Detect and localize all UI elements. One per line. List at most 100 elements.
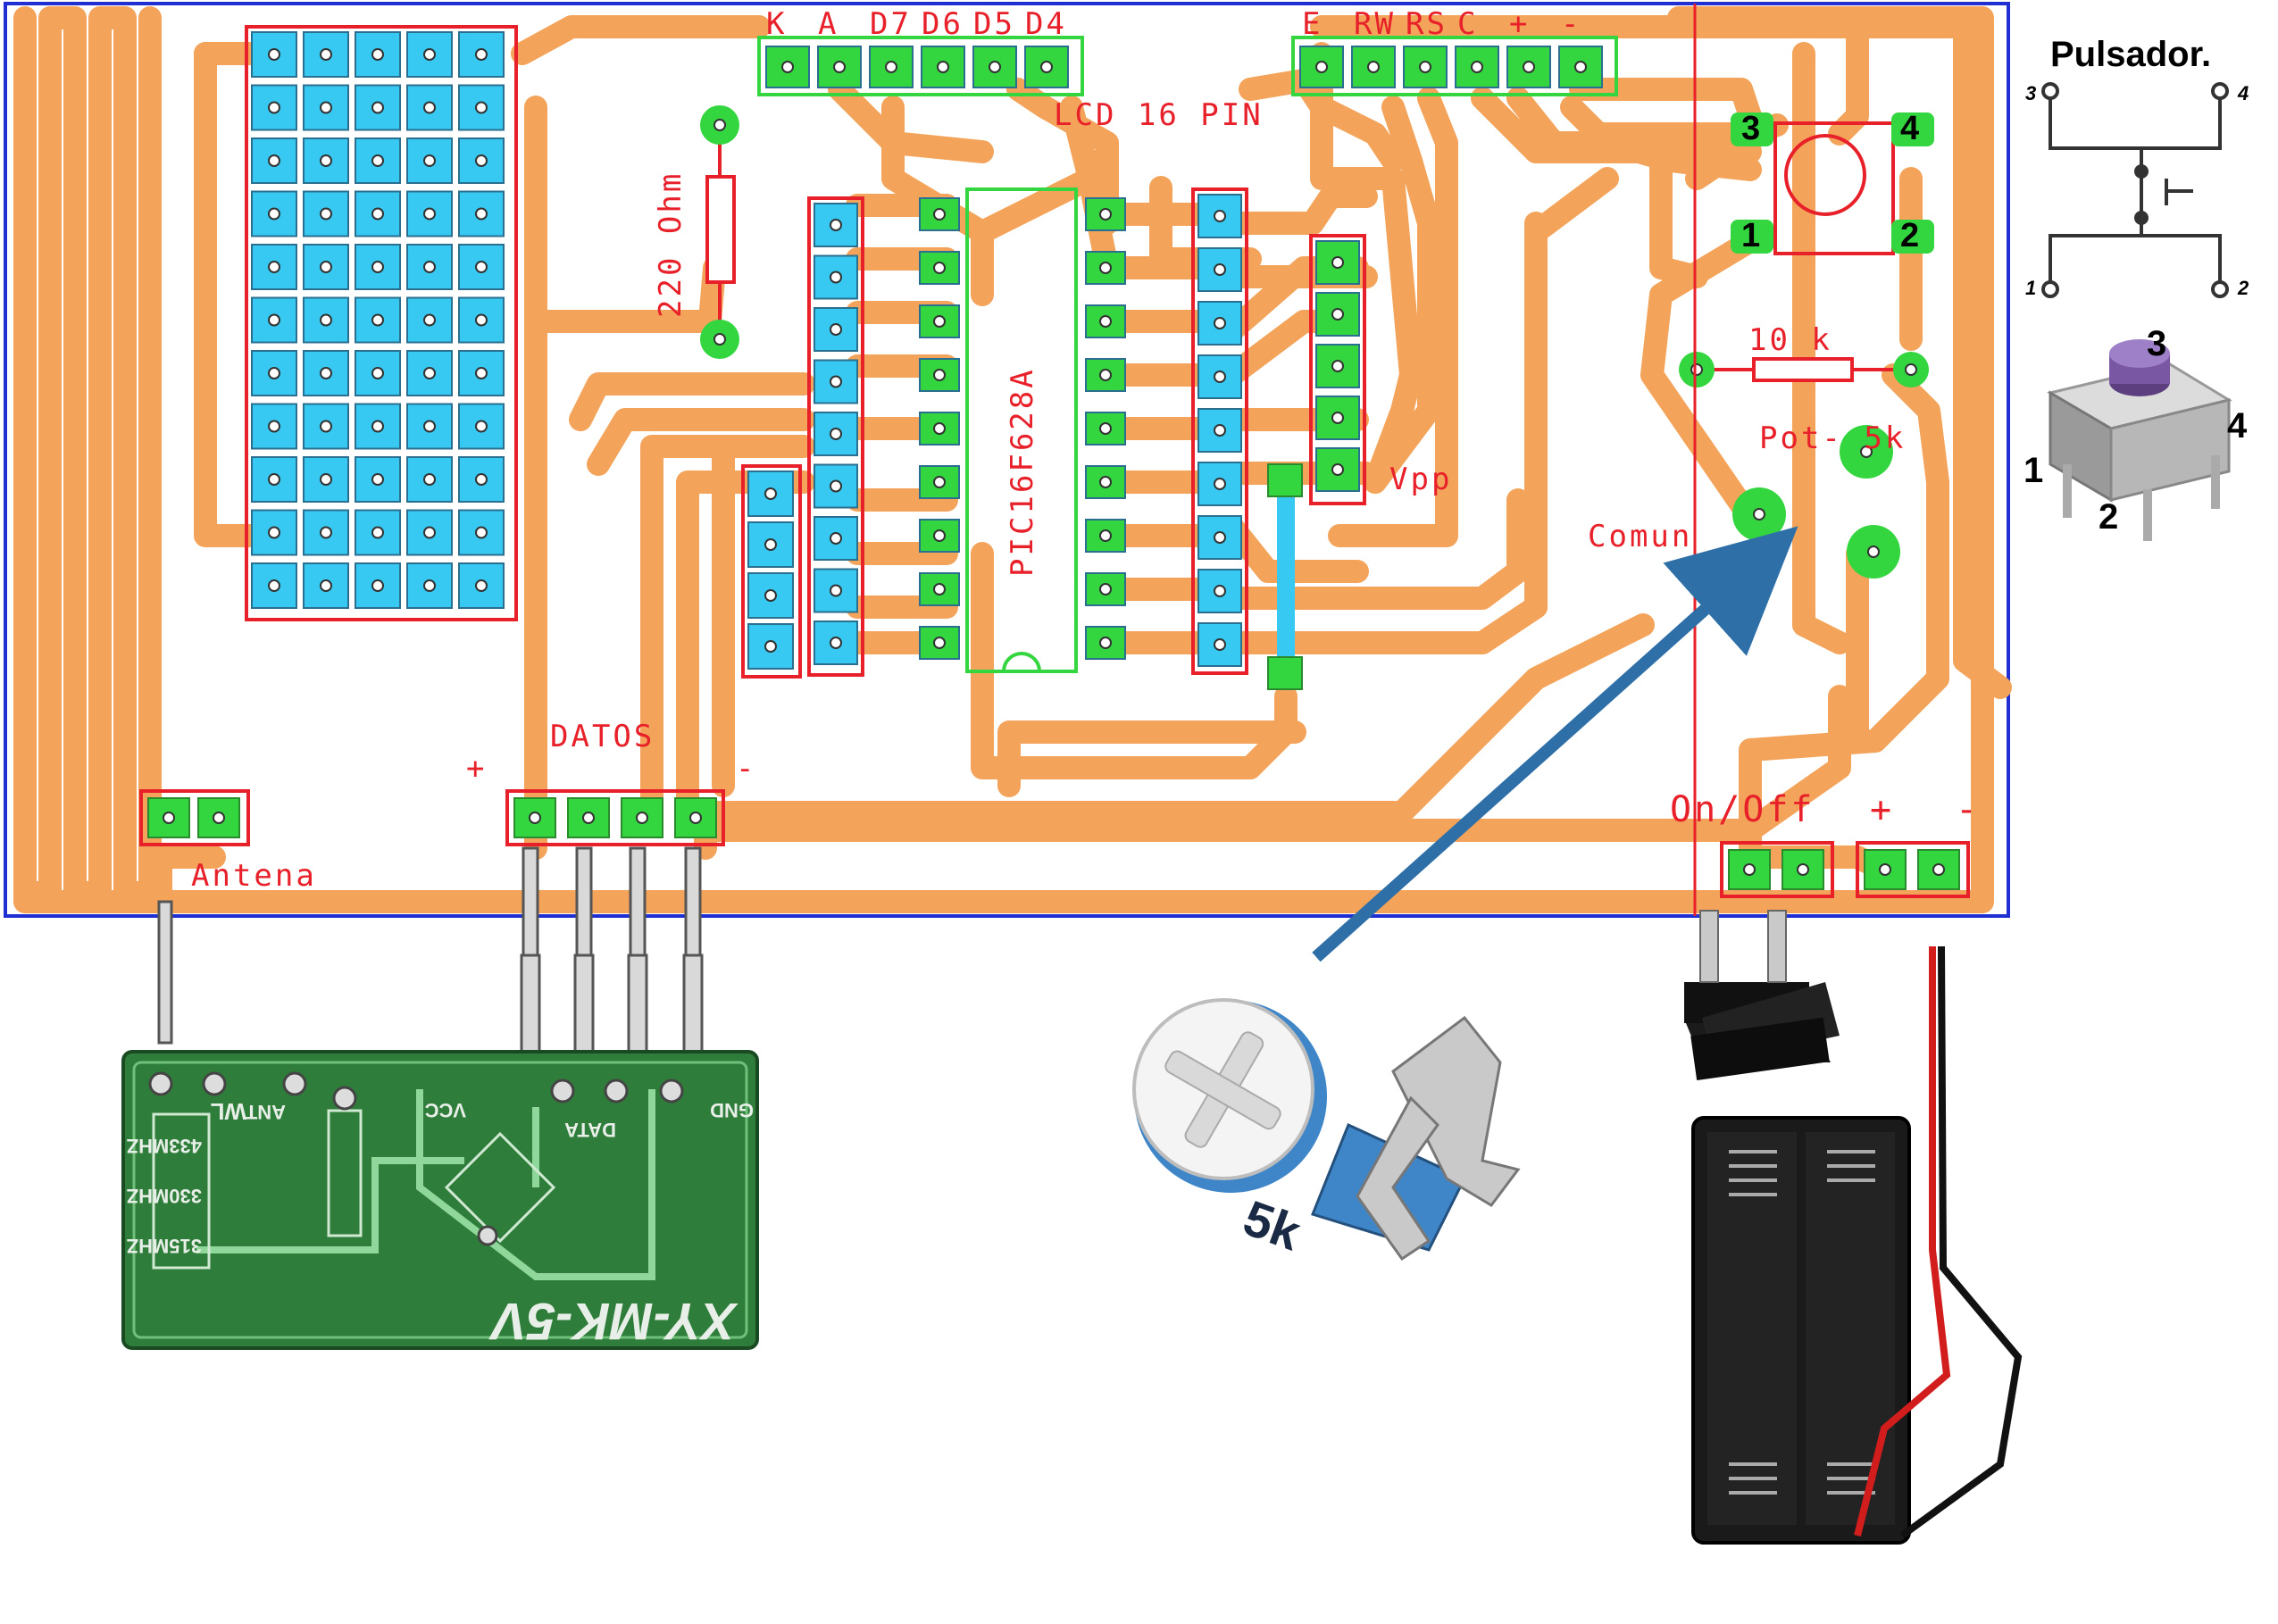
antena-label: Antena [191,858,317,894]
chip-pad-right [1085,197,1126,231]
pushbutton-footprint [1731,112,1934,255]
pic-chip-label: PIC16F628A [1005,367,1040,577]
matrix-pad [251,84,297,131]
matrix-pad [458,403,505,450]
matrix-pad [303,84,349,131]
chip-pad-left [919,412,960,446]
lcd-control-pad [1455,46,1499,88]
matrix-pad [406,403,453,450]
lcd-data-pad [765,46,810,88]
matrix-pad [355,31,401,78]
chip-pad-right [1085,519,1126,553]
chip-pad-left [919,197,960,231]
bar-pad [747,521,794,568]
schem-pin-2: 2 [2237,277,2249,299]
schem-pin-3: 3 [2025,82,2036,104]
left-column-pad [814,463,858,509]
left-column-pad [814,359,858,404]
right-column-pad [1197,515,1242,560]
matrix-pad [355,244,401,290]
left-column-pad [814,620,858,665]
rf-pin-gnd: GND [710,1099,754,1121]
right-column-pad [1197,622,1242,667]
power-connector [1856,841,1970,898]
lcd-control-label: C [1457,6,1478,42]
lcd-control-pad [1506,46,1551,88]
chip-pad-left [919,358,960,392]
matrix-pad [458,31,505,78]
lcd-data-pad [921,46,965,88]
vpp-pad [1315,292,1360,337]
matrix-pad [406,562,453,609]
bar-pad [747,471,794,517]
matrix-pad [251,31,297,78]
right-pad-column [1191,187,1366,675]
matrix-pad [355,509,401,556]
matrix-pad [251,137,297,184]
jumper-wire [1267,463,1303,690]
photo-pin-1: 1 [2023,451,2043,490]
rf-silk-ant: ANT [245,1101,286,1123]
matrix-pad [406,84,453,131]
lcd-data-header [757,36,1084,96]
lcd-data-label: D6 [922,6,964,42]
chip-pad-left [919,519,960,553]
datos-minus-label: - [736,751,756,787]
chip-pad-right [1085,465,1126,499]
chip-pad-right [1085,572,1126,606]
left-pad-column [741,196,864,679]
matrix-pad [303,350,349,396]
matrix-pad [251,190,297,237]
lcd-header-pads [765,46,1603,88]
lcd-control-pad [1558,46,1603,88]
matrix-pad [251,244,297,290]
button-pin-1: 1 [1741,217,1760,254]
resistor-220-label: 220 Ohm [653,171,688,318]
left-column-pad [814,254,858,300]
lcd-control-label: E [1302,6,1323,42]
matrix-pad [303,296,349,344]
right-column-pad [1197,569,1242,613]
matrix-pad [406,190,453,237]
lcd-data-pad [1024,46,1069,88]
bar-pad [747,623,794,670]
rf-freq-315: 315MHZ [127,1235,202,1257]
left-column-pad [814,412,858,456]
header-pins [157,846,704,1064]
matrix-pad [355,137,401,184]
right-column-pad [1197,247,1242,292]
matrix-pad [355,296,401,344]
lcd-data-pad [972,46,1017,88]
lcd-data-label: D7 [870,6,912,42]
matrix-pad [303,509,349,556]
photo-pin-4: 4 [2227,406,2248,446]
resistor-10k [1679,352,1929,387]
rf-receiver-module: XY-MK-5V VCC DATA GND 315MHZ 330MHZ 433M… [121,1050,759,1350]
pot-value-label: 5k [1237,1189,1309,1262]
schem-pin-4: 4 [2237,82,2249,104]
antenna-connector [139,789,250,846]
lcd-control-header [1291,36,1618,96]
vpp-pad [1315,396,1360,440]
matrix-pad [355,456,401,503]
pot-resistor-label: 10 k [1748,322,1832,358]
lcd-data-label: D4 [1025,6,1067,42]
pot-label: Pot- 5k [1759,421,1906,456]
pic-chip [965,187,1078,673]
lcd-control-pad [1403,46,1448,88]
matrix-pad [355,84,401,131]
power-plus-label: + [1870,789,1894,830]
chip-pad-right [1085,412,1126,446]
lcd-control-label: RW [1354,6,1396,42]
column-pads [747,194,1360,670]
lcd-control-label: RS [1406,6,1448,42]
rf-freq-330: 330MHZ [127,1185,202,1207]
lcd-control-pad [1299,46,1344,88]
potentiometer-footprint [1732,425,1900,579]
photo-pin-3: 3 [2147,324,2166,363]
matrix-pad [458,562,505,609]
matrix-pad [406,350,453,396]
